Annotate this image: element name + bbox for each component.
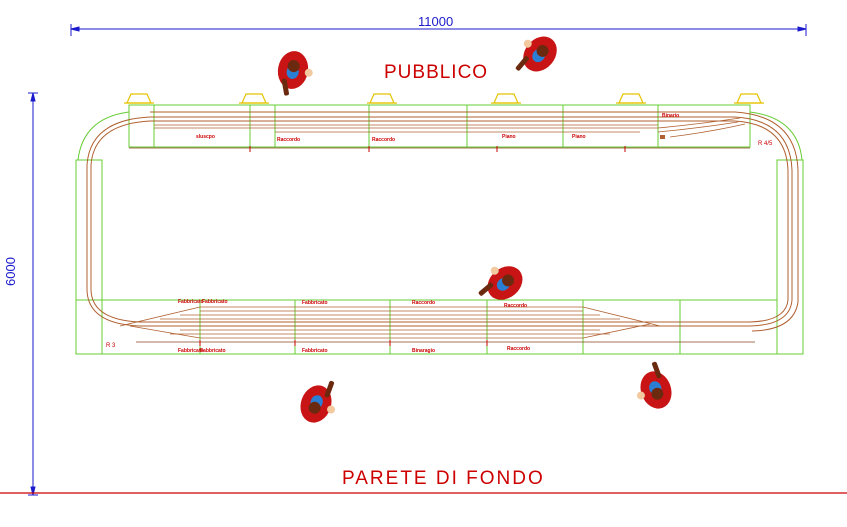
height-dimension <box>28 92 38 496</box>
module-tag: Piano <box>502 134 516 140</box>
module-tag: Fabbricato <box>302 300 328 306</box>
lamp-row <box>124 93 764 104</box>
bottom-yard-tracks <box>119 306 755 343</box>
module-tag: Raccordo <box>504 303 528 309</box>
module-tag: Binaragio <box>412 348 436 354</box>
module-tag: Fabbricato <box>178 348 204 354</box>
lamp-icon <box>616 93 646 104</box>
bottom-wall-label: PARETE DI FONDO <box>342 468 545 489</box>
person-top-right <box>515 36 557 72</box>
top-tick-marks <box>249 146 626 152</box>
module-tag: Raccordo <box>412 300 436 306</box>
lamp-icon <box>124 93 154 104</box>
height-dimension-label: 6000 <box>3 257 18 286</box>
module-tag: sluscpo <box>196 134 215 140</box>
module-tag: Piano <box>572 134 586 140</box>
lamp-icon <box>367 93 397 104</box>
lamp-icon <box>239 93 269 104</box>
module-tag: Raccordo <box>372 137 396 143</box>
module-tag: Fabbricato <box>178 299 204 305</box>
module-tag: Raccordo <box>507 346 531 352</box>
module-tag: Fabbricato <box>202 299 228 305</box>
person-center <box>478 266 523 300</box>
module-outlines <box>75 104 804 355</box>
module-tag: Raccordo <box>277 137 301 143</box>
top-sidings <box>129 117 750 149</box>
person-bottom-left <box>300 380 336 423</box>
track-buffer <box>660 135 665 139</box>
module-tag: Fabbricato <box>200 348 226 354</box>
width-dimension-label: 11000 <box>418 14 454 29</box>
module-tag: Fabbricato <box>302 348 328 354</box>
bottom-tick-marks <box>199 340 488 346</box>
lamp-icon <box>491 93 521 104</box>
main-loop-track <box>86 111 799 332</box>
person-bottom-right <box>636 361 672 409</box>
person-top-left <box>277 51 313 96</box>
module-tag: Binario <box>662 113 680 119</box>
radius-left-label: R 3 <box>106 343 116 349</box>
lamp-icon <box>734 93 764 104</box>
top-area-label: PUBBLICO <box>384 62 489 83</box>
width-dimension <box>70 24 807 36</box>
radius-right-label: R 4/5 <box>758 141 773 147</box>
